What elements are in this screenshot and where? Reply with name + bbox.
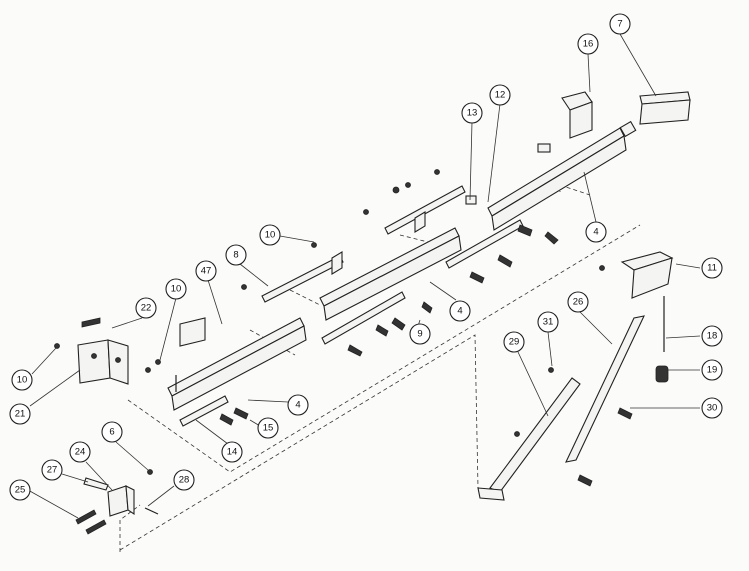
splice-brackets — [179, 185, 524, 427]
callout-14: 14 — [221, 441, 243, 463]
callout-9: 9 — [409, 323, 431, 345]
svg-text:16: 16 — [583, 39, 594, 50]
callout-11: 11 — [701, 257, 723, 279]
rail-section-middle — [319, 227, 462, 321]
callout-26: 26 — [567, 291, 589, 313]
callout-31: 31 — [537, 311, 559, 333]
callout-21: 21 — [9, 403, 31, 425]
dashed-guides — [119, 184, 641, 552]
svg-text:14: 14 — [227, 447, 238, 458]
callout-27: 27 — [41, 459, 63, 481]
svg-text:21: 21 — [15, 409, 26, 420]
svg-text:7: 7 — [617, 19, 622, 30]
rail-section-front — [167, 317, 307, 411]
callout-15: 15 — [257, 417, 279, 439]
svg-text:19: 19 — [707, 365, 718, 376]
svg-text:10: 10 — [265, 230, 276, 241]
callout-10-top: 10 — [259, 224, 281, 246]
callout-6: 6 — [101, 421, 123, 443]
callout-28: 28 — [173, 469, 195, 491]
svg-text:11: 11 — [707, 263, 717, 274]
callout-25: 25 — [9, 479, 31, 501]
callout-10-left: 10 — [11, 369, 33, 391]
svg-text:29: 29 — [509, 337, 520, 348]
callout-47: 47 — [195, 260, 217, 282]
svg-text:10: 10 — [17, 375, 28, 386]
release-assembly — [620, 251, 674, 383]
hardware-bolts — [54, 169, 633, 535]
svg-text:25: 25 — [15, 485, 26, 496]
door-bracket — [83, 477, 159, 517]
svg-text:22: 22 — [141, 303, 152, 314]
svg-text:30: 30 — [707, 403, 718, 414]
callout-18: 18 — [701, 325, 723, 347]
rail-section-rear — [487, 120, 637, 231]
svg-text:4: 4 — [295, 400, 300, 411]
trolley-parts — [465, 91, 691, 205]
leader-lines — [27, 33, 701, 519]
callout-10-mid: 10 — [165, 278, 187, 300]
callout-4-rear: 4 — [585, 221, 607, 243]
callout-29: 29 — [503, 331, 525, 353]
svg-text:4: 4 — [457, 306, 462, 317]
callout-30: 30 — [701, 397, 723, 419]
callout-22: 22 — [135, 297, 157, 319]
svg-text:27: 27 — [47, 465, 58, 476]
svg-text:9: 9 — [417, 329, 422, 340]
callout-19: 19 — [701, 359, 723, 381]
callout-7: 7 — [609, 13, 631, 35]
svg-text:6: 6 — [109, 427, 114, 438]
callout-8: 8 — [225, 244, 247, 266]
callout-24: 24 — [69, 441, 91, 463]
svg-text:8: 8 — [233, 250, 238, 261]
svg-text:10: 10 — [171, 284, 182, 295]
svg-text:28: 28 — [179, 475, 190, 486]
svg-text:4: 4 — [593, 227, 598, 238]
callout-16: 16 — [577, 33, 599, 55]
svg-text:13: 13 — [467, 108, 478, 119]
svg-text:12: 12 — [495, 90, 506, 101]
callout-12: 12 — [489, 84, 511, 106]
svg-text:47: 47 — [201, 266, 212, 277]
svg-text:26: 26 — [573, 297, 584, 308]
callouts: 7 16 12 13 4 10 8 47 10 22 4 9 11 26 31 … — [9, 13, 723, 501]
hanger-straps — [477, 315, 645, 501]
svg-text:15: 15 — [263, 423, 274, 434]
svg-text:18: 18 — [707, 331, 718, 342]
callout-13: 13 — [461, 102, 483, 124]
header-bracket — [77, 339, 129, 385]
callout-4-front: 4 — [287, 394, 309, 416]
svg-text:24: 24 — [75, 447, 86, 458]
svg-text:31: 31 — [543, 317, 554, 328]
callout-4-mid: 4 — [449, 300, 471, 322]
